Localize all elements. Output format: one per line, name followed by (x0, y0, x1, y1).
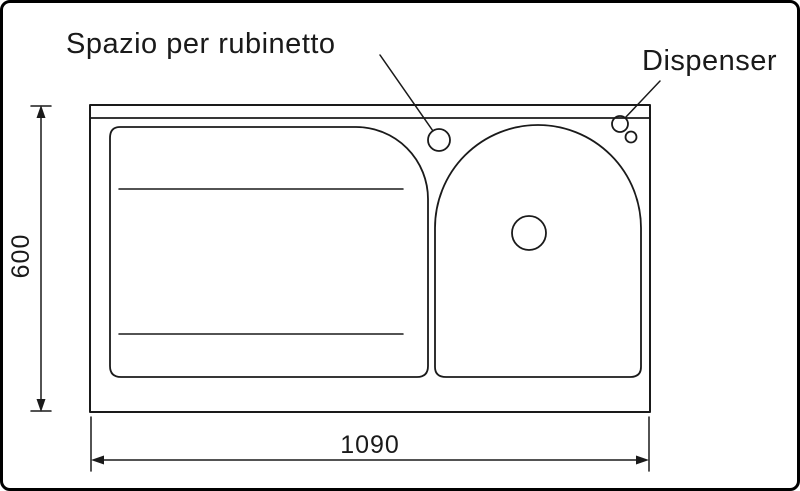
height-dimension: 600 (7, 105, 52, 412)
faucet-leader-line (379, 54, 434, 132)
width-dimension: 1090 (90, 416, 650, 472)
dispenser-leader-line (624, 80, 661, 119)
drain-hole (511, 215, 547, 251)
height-dimension-label: 600 (7, 234, 35, 279)
width-dimension-arrow-right (636, 455, 649, 465)
width-dimension-arrow-left (91, 455, 104, 465)
height-dimension-arrow-up (36, 105, 46, 118)
cabinet-outline (89, 104, 651, 413)
width-dimension-label: 1090 (340, 431, 400, 459)
faucet-hole (427, 128, 451, 152)
dispenser-label: Dispenser (642, 45, 777, 77)
height-dimension-arrow-down (36, 399, 46, 412)
faucet-space-label: Spazio per rubinetto (66, 28, 336, 60)
dispenser-hole-1 (611, 115, 629, 133)
sink-bowl-outline (434, 124, 642, 378)
sink-technical-drawing: Spazio per rubinetto Dispenser 600 (7, 28, 777, 472)
dispenser-hole-2 (624, 130, 638, 144)
drainboard-outline (109, 126, 429, 378)
